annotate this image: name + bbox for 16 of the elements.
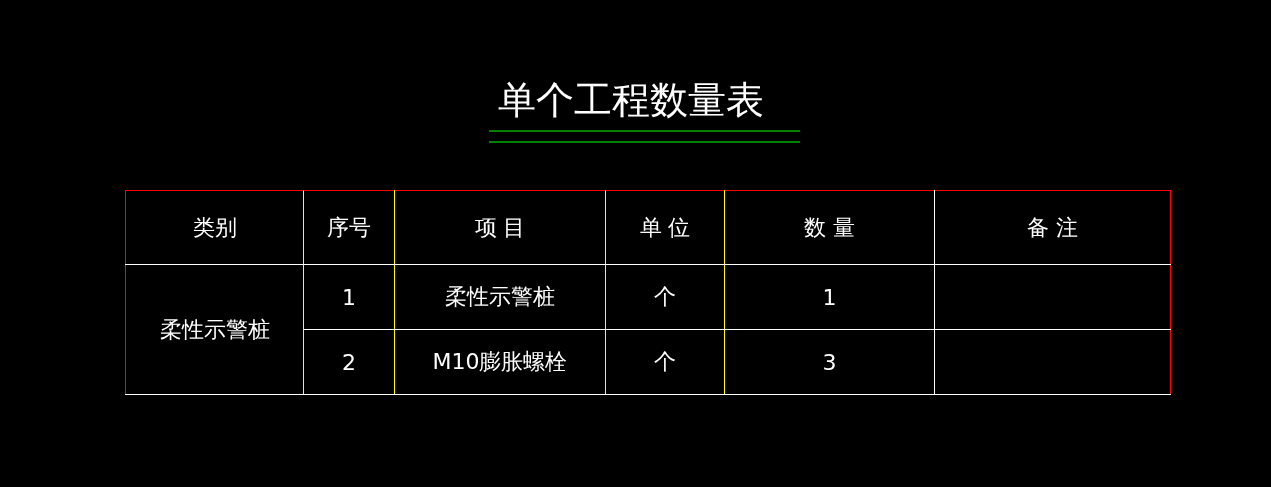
table-cell: 数 量 bbox=[724, 190, 935, 265]
table-cell: 项 目 bbox=[394, 190, 606, 265]
table-cell: 备 注 bbox=[934, 190, 1171, 265]
table-cell: 1 bbox=[303, 264, 395, 330]
table-cell: 3 bbox=[724, 329, 935, 395]
table-cell: 个 bbox=[605, 329, 725, 395]
table-cell: 个 bbox=[605, 264, 725, 330]
table-cell: 柔性示警桩 bbox=[125, 264, 304, 395]
table-cell: 1 bbox=[724, 264, 935, 330]
table-cell: 序号 bbox=[303, 190, 395, 265]
table-cell: 类别 bbox=[125, 190, 304, 265]
table-cell: M10膨胀螺栓 bbox=[394, 329, 606, 395]
table-cell: 单 位 bbox=[605, 190, 725, 265]
table-cell: 柔性示警桩 bbox=[394, 264, 606, 330]
table-cell: 2 bbox=[303, 329, 395, 395]
table-title: 单个工程数量表 bbox=[498, 78, 764, 122]
